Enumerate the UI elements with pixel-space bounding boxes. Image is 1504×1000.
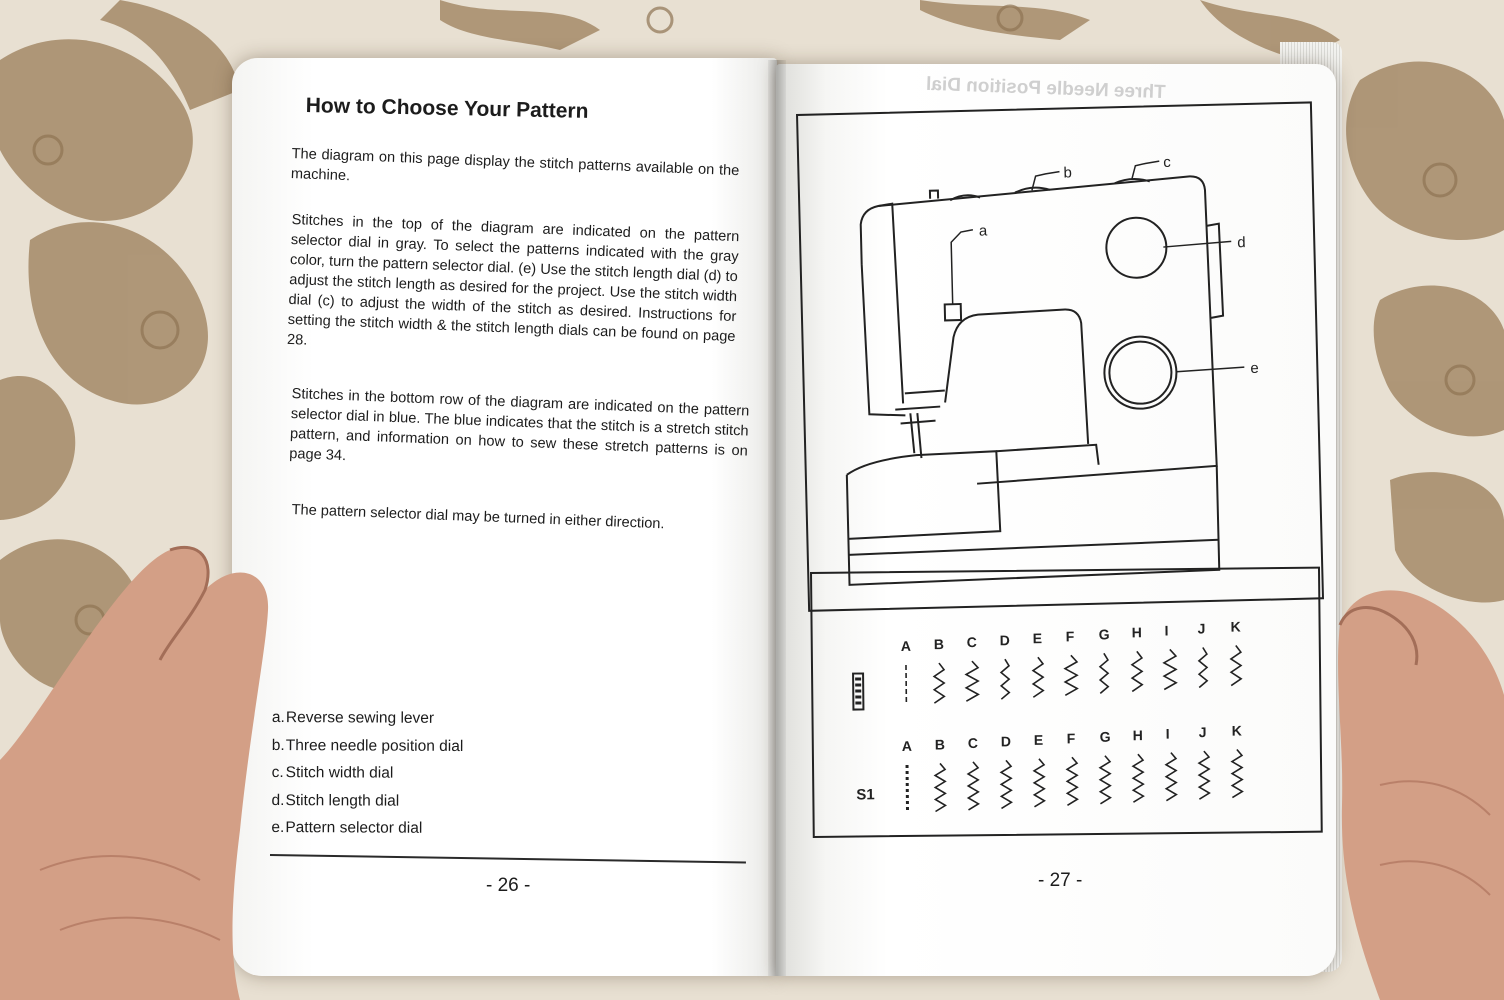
stitch-pattern-top: [1031, 656, 1045, 698]
stitch-letter-top: J: [1198, 620, 1206, 636]
bleed-through-heading: Three Needle Position Dial: [925, 73, 1166, 104]
stitch-pattern-bottom: [933, 762, 948, 813]
stitch-pattern-bottom: [1230, 749, 1244, 799]
list-item: b.Three needle position dial: [271, 736, 464, 755]
stitch-pattern-bottom: [999, 759, 1013, 810]
stitch-letter-top: A: [901, 638, 911, 654]
list-item: e.Pattern selector dial: [271, 818, 423, 837]
right-page: Three Needle Position Dial: [776, 64, 1336, 976]
stitch-pattern-bottom: [1164, 752, 1178, 802]
feed-dog-icon: [852, 672, 865, 711]
stitch-pattern-top: [1063, 654, 1079, 697]
stitch-letter-bottom: D: [1001, 733, 1011, 749]
stitch-letter-bottom: B: [935, 736, 945, 752]
stitch-letter-bottom: E: [1034, 732, 1044, 748]
left-page: How to Choose Your Pattern The diagram o…: [232, 58, 777, 976]
stitch-letter-top: I: [1165, 622, 1169, 638]
stitch-letter-bottom: A: [902, 738, 912, 754]
callout-b: b: [1063, 164, 1072, 181]
stitch-pattern-top: [999, 658, 1011, 700]
stitch-letter-top: F: [1066, 628, 1075, 644]
stitch-pattern-bottom: [1065, 756, 1079, 806]
stretch-row-label: S1: [856, 786, 875, 803]
stitch-pattern-top: [1162, 648, 1178, 691]
callout-c: c: [1163, 154, 1171, 171]
left-hand: [0, 545, 269, 1000]
callout-a: a: [979, 222, 988, 239]
stitch-pattern-top: [1197, 647, 1209, 689]
list-item: a.Reverse sewing lever: [271, 708, 435, 727]
parts-list: a.Reverse sewing lever b.Three needle po…: [271, 704, 463, 843]
stitch-pattern-bottom: [1131, 753, 1145, 803]
stitch-letter-bottom: G: [1100, 729, 1111, 745]
stitch-pattern-top: [1098, 652, 1110, 694]
gray-stitch-paragraph: Stitches in the top of the diagram are i…: [286, 211, 740, 349]
book-spine: [768, 60, 786, 976]
callout-d: d: [1237, 234, 1246, 251]
stitch-pattern-top: [1130, 650, 1144, 693]
stitch-letter-bottom: I: [1166, 726, 1170, 742]
stitch-pattern-bottom: [1032, 758, 1046, 808]
list-item: d.Stitch length dial: [271, 791, 400, 810]
stretch-stitch-paragraph: Stitches in the bottom row of the diagra…: [289, 385, 750, 465]
footer-rule: [269, 854, 746, 864]
stitch-letter-top: K: [1231, 618, 1241, 634]
stitch-pattern-bottom: [1197, 750, 1211, 800]
stitch-pattern-bottom: [1098, 755, 1112, 805]
stitch-letter-top: E: [1033, 630, 1043, 646]
stitch-letter-top: C: [967, 634, 977, 650]
stitch-pattern-bottom: [905, 764, 910, 814]
stitch-pattern-top: [964, 660, 980, 702]
page-title: How to Choose Your Pattern: [305, 94, 589, 123]
callout-e: e: [1250, 360, 1259, 377]
sewing-machine-diagram: a b c d e: [796, 101, 1325, 612]
intro-paragraph: The diagram on this page display the sti…: [290, 145, 740, 185]
direction-paragraph: The pattern selector dial may be turned …: [291, 501, 665, 533]
stitch-letter-bottom: F: [1067, 730, 1076, 746]
stitch-letter-top: G: [1099, 626, 1110, 642]
list-item: c.Stitch width dial: [271, 763, 394, 782]
stitch-letter-bottom: C: [968, 735, 978, 751]
right-hand: [1338, 590, 1504, 1000]
stitch-letter-bottom: H: [1133, 727, 1143, 743]
stitch-pattern-chart: A B C D E F G H I J K A B C D E F G H I J K S1: [810, 566, 1323, 838]
page-number: - 26 -: [486, 875, 531, 896]
stitch-pattern-top: [1229, 645, 1243, 687]
stitch-letter-bottom: K: [1232, 722, 1242, 738]
stitch-letter-bottom: J: [1199, 724, 1207, 740]
stitch-letter-top: D: [1000, 632, 1010, 648]
stitch-letter-top: B: [934, 636, 944, 652]
stitch-pattern-top: [932, 662, 946, 704]
stitch-pattern-bottom: [966, 761, 980, 811]
stitch-letter-top: H: [1132, 624, 1142, 640]
page-number: - 27 -: [1038, 870, 1083, 891]
